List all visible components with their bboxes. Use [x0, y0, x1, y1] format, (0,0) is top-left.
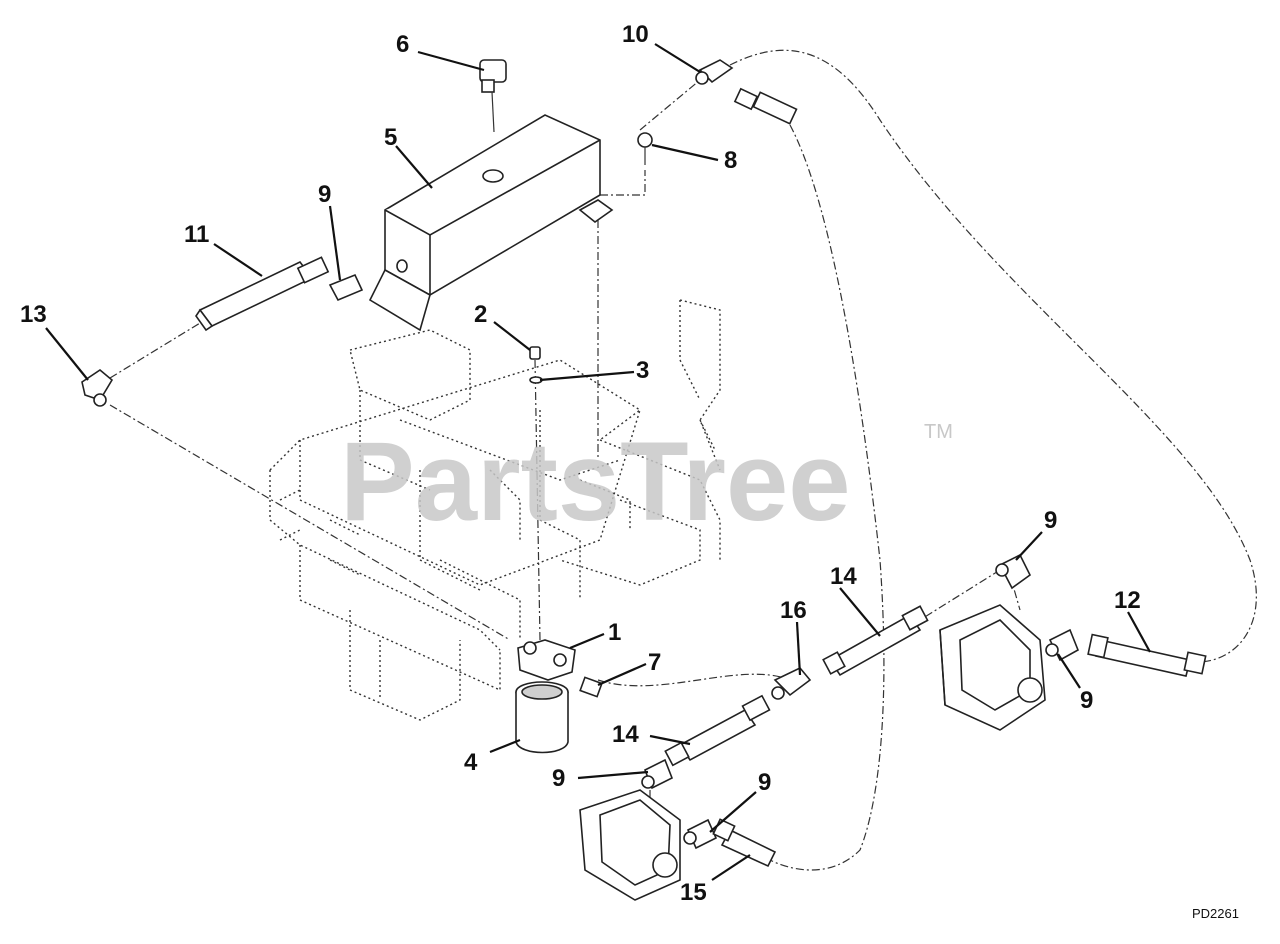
bolt-washer [529, 346, 543, 384]
callout-9c: 9 [1080, 687, 1093, 714]
reference-code: PD2261 [1192, 906, 1239, 921]
center-lines [109, 49, 1257, 871]
callout-16: 16 [780, 597, 807, 624]
right-fittings [995, 553, 1207, 677]
tank-bracket [368, 114, 614, 332]
left-hose [81, 256, 364, 407]
tee-fitting [771, 667, 812, 700]
callout-7: 7 [648, 649, 661, 676]
callout-9b: 9 [1044, 507, 1057, 534]
callout-12: 12 [1114, 587, 1141, 614]
chassis-frame [269, 299, 721, 721]
screw [637, 132, 653, 165]
callout-10: 10 [622, 21, 649, 48]
callout-14a: 14 [830, 563, 857, 590]
callout-6: 6 [396, 31, 409, 58]
callout-8: 8 [724, 147, 737, 174]
leader-lines [45, 43, 1151, 881]
callout-13: 13 [20, 301, 47, 328]
fill-cap [479, 59, 507, 133]
filter-fitting [579, 676, 603, 698]
callout-15: 15 [680, 879, 707, 906]
callout-3: 3 [636, 357, 649, 384]
callout-5: 5 [384, 124, 397, 151]
svg-text:PartsTree: PartsTree [340, 419, 851, 544]
oil-filter-assembly [515, 639, 576, 754]
callout-14b: 14 [612, 721, 639, 748]
callout-4: 4 [464, 749, 478, 776]
callout-9a: 9 [318, 181, 331, 208]
watermark: PartsTree TM [340, 419, 953, 544]
callout-9e: 9 [758, 769, 771, 796]
elbow-fitting-top [695, 59, 734, 85]
lower-hose [683, 818, 777, 868]
lower-hydraulic-pump [579, 758, 681, 901]
callout-labels: 6 5 10 8 9 11 13 2 3 1 4 7 16 14 9 12 9 … [20, 21, 1141, 906]
center-hoses [664, 605, 929, 767]
svg-text:TM: TM [924, 421, 953, 443]
callout-1: 1 [608, 619, 621, 646]
right-hydraulic-pump [939, 604, 1046, 731]
callout-2: 2 [474, 301, 487, 328]
callout-9d: 9 [552, 765, 565, 792]
callout-11: 11 [184, 221, 209, 248]
upper-hose [733, 87, 798, 125]
